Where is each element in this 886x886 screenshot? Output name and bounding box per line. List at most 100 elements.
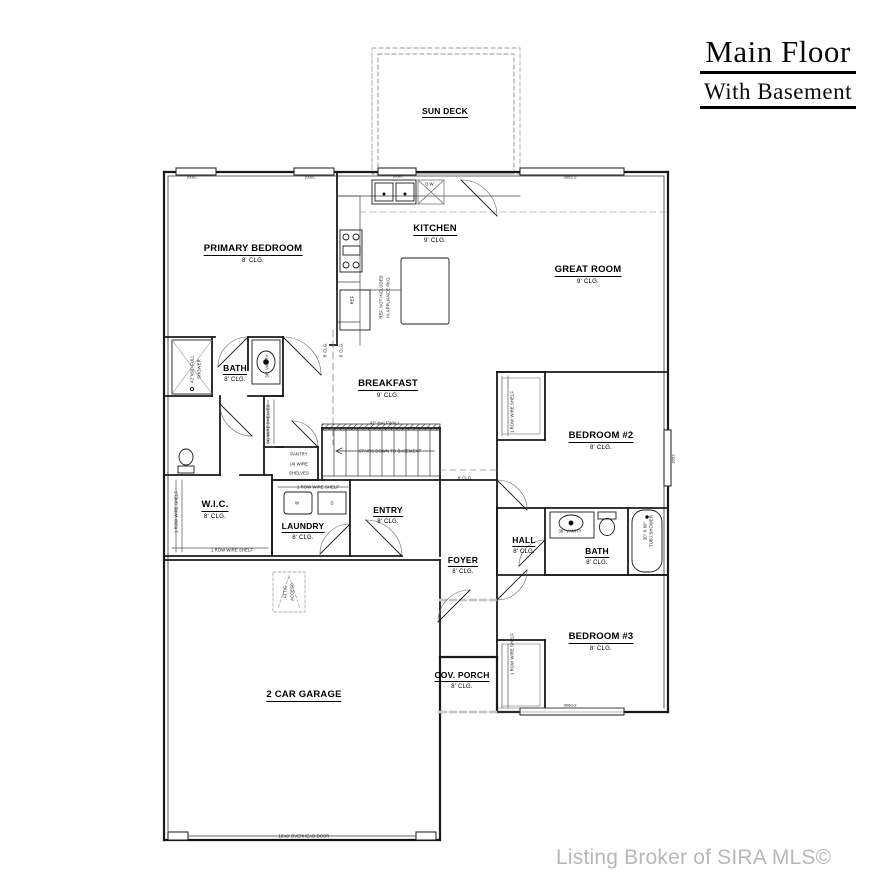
dryer-icon bbox=[317, 491, 347, 515]
room-ceiling-height: 8' CLG. bbox=[452, 569, 474, 575]
title-line-with-basement: With Basement bbox=[699, 79, 856, 109]
plan-annotation: TUB / SHOWER bbox=[648, 515, 654, 547]
kitchen-sink bbox=[371, 179, 417, 205]
attic-access-marker bbox=[272, 571, 306, 613]
kitchen-island bbox=[400, 257, 450, 325]
room-name: PRIMARY BEDROOM bbox=[203, 243, 303, 256]
halfwall-hatch bbox=[321, 423, 441, 431]
room-ceiling-height: 8' CLG. bbox=[589, 645, 613, 652]
plan-annotation: 16'x8' OVERHEAD DOOR bbox=[278, 833, 330, 839]
room-ceiling-height: 8' CLG. bbox=[589, 444, 613, 451]
range-oven-icon bbox=[339, 229, 363, 273]
interior-detail-lines bbox=[332, 47, 669, 714]
refrigerator-icon bbox=[339, 289, 371, 331]
plan-annotation: D.W. bbox=[425, 181, 435, 187]
primary-vanity-icon bbox=[251, 339, 281, 385]
listing-broker-credit: Listing Broker of SIRA MLS© bbox=[556, 846, 832, 869]
title-block: Main Floor With Basement bbox=[699, 35, 856, 110]
plan-annotation: W bbox=[294, 500, 300, 506]
plan-annotation: 30" X 60" bbox=[642, 521, 648, 541]
plan-annotation: STAIRS DOWN TO BASEMENT bbox=[358, 448, 422, 454]
hall-vanity-icon bbox=[549, 511, 595, 539]
plan-annotation: 1 ROW WIRE SHELF bbox=[509, 632, 515, 676]
room-name: COV. PORCH bbox=[434, 670, 490, 682]
dishwasher-icon bbox=[417, 179, 445, 205]
exterior-wall-inner bbox=[167, 175, 665, 837]
room-label-bath: BATH 8' CLG. bbox=[585, 541, 609, 566]
plan-annotation: 8' CLG. bbox=[322, 342, 328, 358]
room-name: BEDROOM #2 bbox=[568, 430, 634, 443]
room-ceiling-height: 8' CLG. bbox=[292, 535, 314, 541]
plan-annotation: SHELVES bbox=[289, 470, 309, 476]
plan-annotation: 9' CLG. bbox=[338, 342, 344, 358]
room-name: SUN DECK bbox=[422, 106, 468, 118]
room-label-w-i-c: W.I.C.8' CLG. bbox=[201, 494, 229, 520]
room-name: BEDROOM #3 bbox=[568, 631, 634, 644]
title-line-main-floor: Main Floor bbox=[699, 35, 856, 74]
room-ceiling-height: 8' CLG. bbox=[224, 377, 246, 383]
tub-shower-icon bbox=[631, 509, 663, 573]
plan-annotation: IN APPLIANCE PKG. bbox=[385, 276, 391, 318]
window-symbols bbox=[175, 167, 672, 716]
room-ceiling-height: 8' CLG. bbox=[451, 684, 473, 690]
plan-annotation: ATTIC bbox=[282, 585, 288, 599]
closet-shelves bbox=[171, 375, 541, 709]
plan-annotation: 42"X60" FULL bbox=[189, 355, 195, 383]
room-ceiling-height: 8' CLG. bbox=[586, 560, 608, 566]
window-dimension-label: 2X0C bbox=[304, 174, 316, 180]
plan-annotation: 42" HALFWALL bbox=[369, 420, 401, 426]
room-name: HALL bbox=[512, 535, 536, 547]
window-dimension-label: 3060-2 bbox=[563, 702, 577, 708]
window-dimension-label: 3052 bbox=[670, 454, 676, 464]
room-name: 2 CAR GARAGE bbox=[266, 689, 342, 702]
room-label-foyer: FOYER 8' CLG. bbox=[447, 550, 479, 575]
plan-annotation: 1 ROW WIRE SHELF bbox=[173, 490, 179, 534]
plan-annotation: 1 ROW WIRE SHELF bbox=[296, 484, 340, 490]
room-ceiling-height: 9' CLG. bbox=[576, 278, 600, 285]
room-ceiling-height: 8' CLG. bbox=[377, 519, 399, 525]
room-name: BATH bbox=[585, 546, 609, 558]
plan-annotation: 8' CLG. bbox=[457, 475, 473, 481]
room-label-laundry: LAUNDRY 8' CLG. bbox=[281, 516, 325, 541]
plan-annotation: (4) WIRE SHELVES bbox=[265, 404, 271, 444]
door-swings bbox=[217, 179, 546, 623]
room-name: LAUNDRY bbox=[281, 521, 325, 533]
room-ceiling-height: 8' CLG. bbox=[203, 513, 227, 520]
room-ceiling-height: 9' CLG. bbox=[376, 392, 400, 399]
plan-annotation: PANTRY bbox=[290, 451, 308, 457]
room-ceiling-height: 9' CLG. bbox=[423, 237, 447, 244]
hall-toilet-icon bbox=[597, 511, 617, 536]
plan-annotation: 1 ROW WIRE SHELF bbox=[210, 547, 254, 553]
plan-annotation: 36" VANITY bbox=[264, 354, 270, 378]
plan-annotation: REF bbox=[349, 295, 355, 305]
room-label-cov-porch: COV. PORCH 8' CLG. bbox=[434, 665, 490, 690]
room-label-2-car-garage: 2 CAR GARAGE bbox=[266, 684, 342, 702]
plan-annotation: 36" VANITY bbox=[558, 528, 582, 534]
primary-shower-icon bbox=[171, 339, 213, 395]
room-name: KITCHEN bbox=[413, 223, 457, 236]
plan-annotation: ACCESS bbox=[289, 583, 295, 601]
window-dimension-label: 3052-2 bbox=[563, 174, 577, 180]
room-name: FOYER bbox=[447, 555, 479, 567]
plan-annotation: D bbox=[330, 500, 334, 506]
plan-annotation: (4) WIRE bbox=[289, 461, 309, 467]
plan-annotation: 1 ROW WIRE SHELF bbox=[509, 390, 515, 434]
room-label-bath: BATH 8' CLG. bbox=[223, 358, 247, 383]
window-dimension-label: 2X0C bbox=[186, 174, 198, 180]
room-name: ENTRY bbox=[373, 505, 403, 517]
plan-annotation: SHOWER bbox=[196, 359, 202, 379]
room-name: BATH bbox=[223, 363, 247, 375]
plan-annotation: REF. NOT INCLUDED bbox=[378, 275, 384, 319]
washer-icon bbox=[283, 491, 313, 515]
room-label-sun-deck: SUN DECK bbox=[422, 101, 468, 119]
interior-walls bbox=[163, 171, 669, 713]
window-dimension-label: 3X0C bbox=[392, 173, 404, 179]
